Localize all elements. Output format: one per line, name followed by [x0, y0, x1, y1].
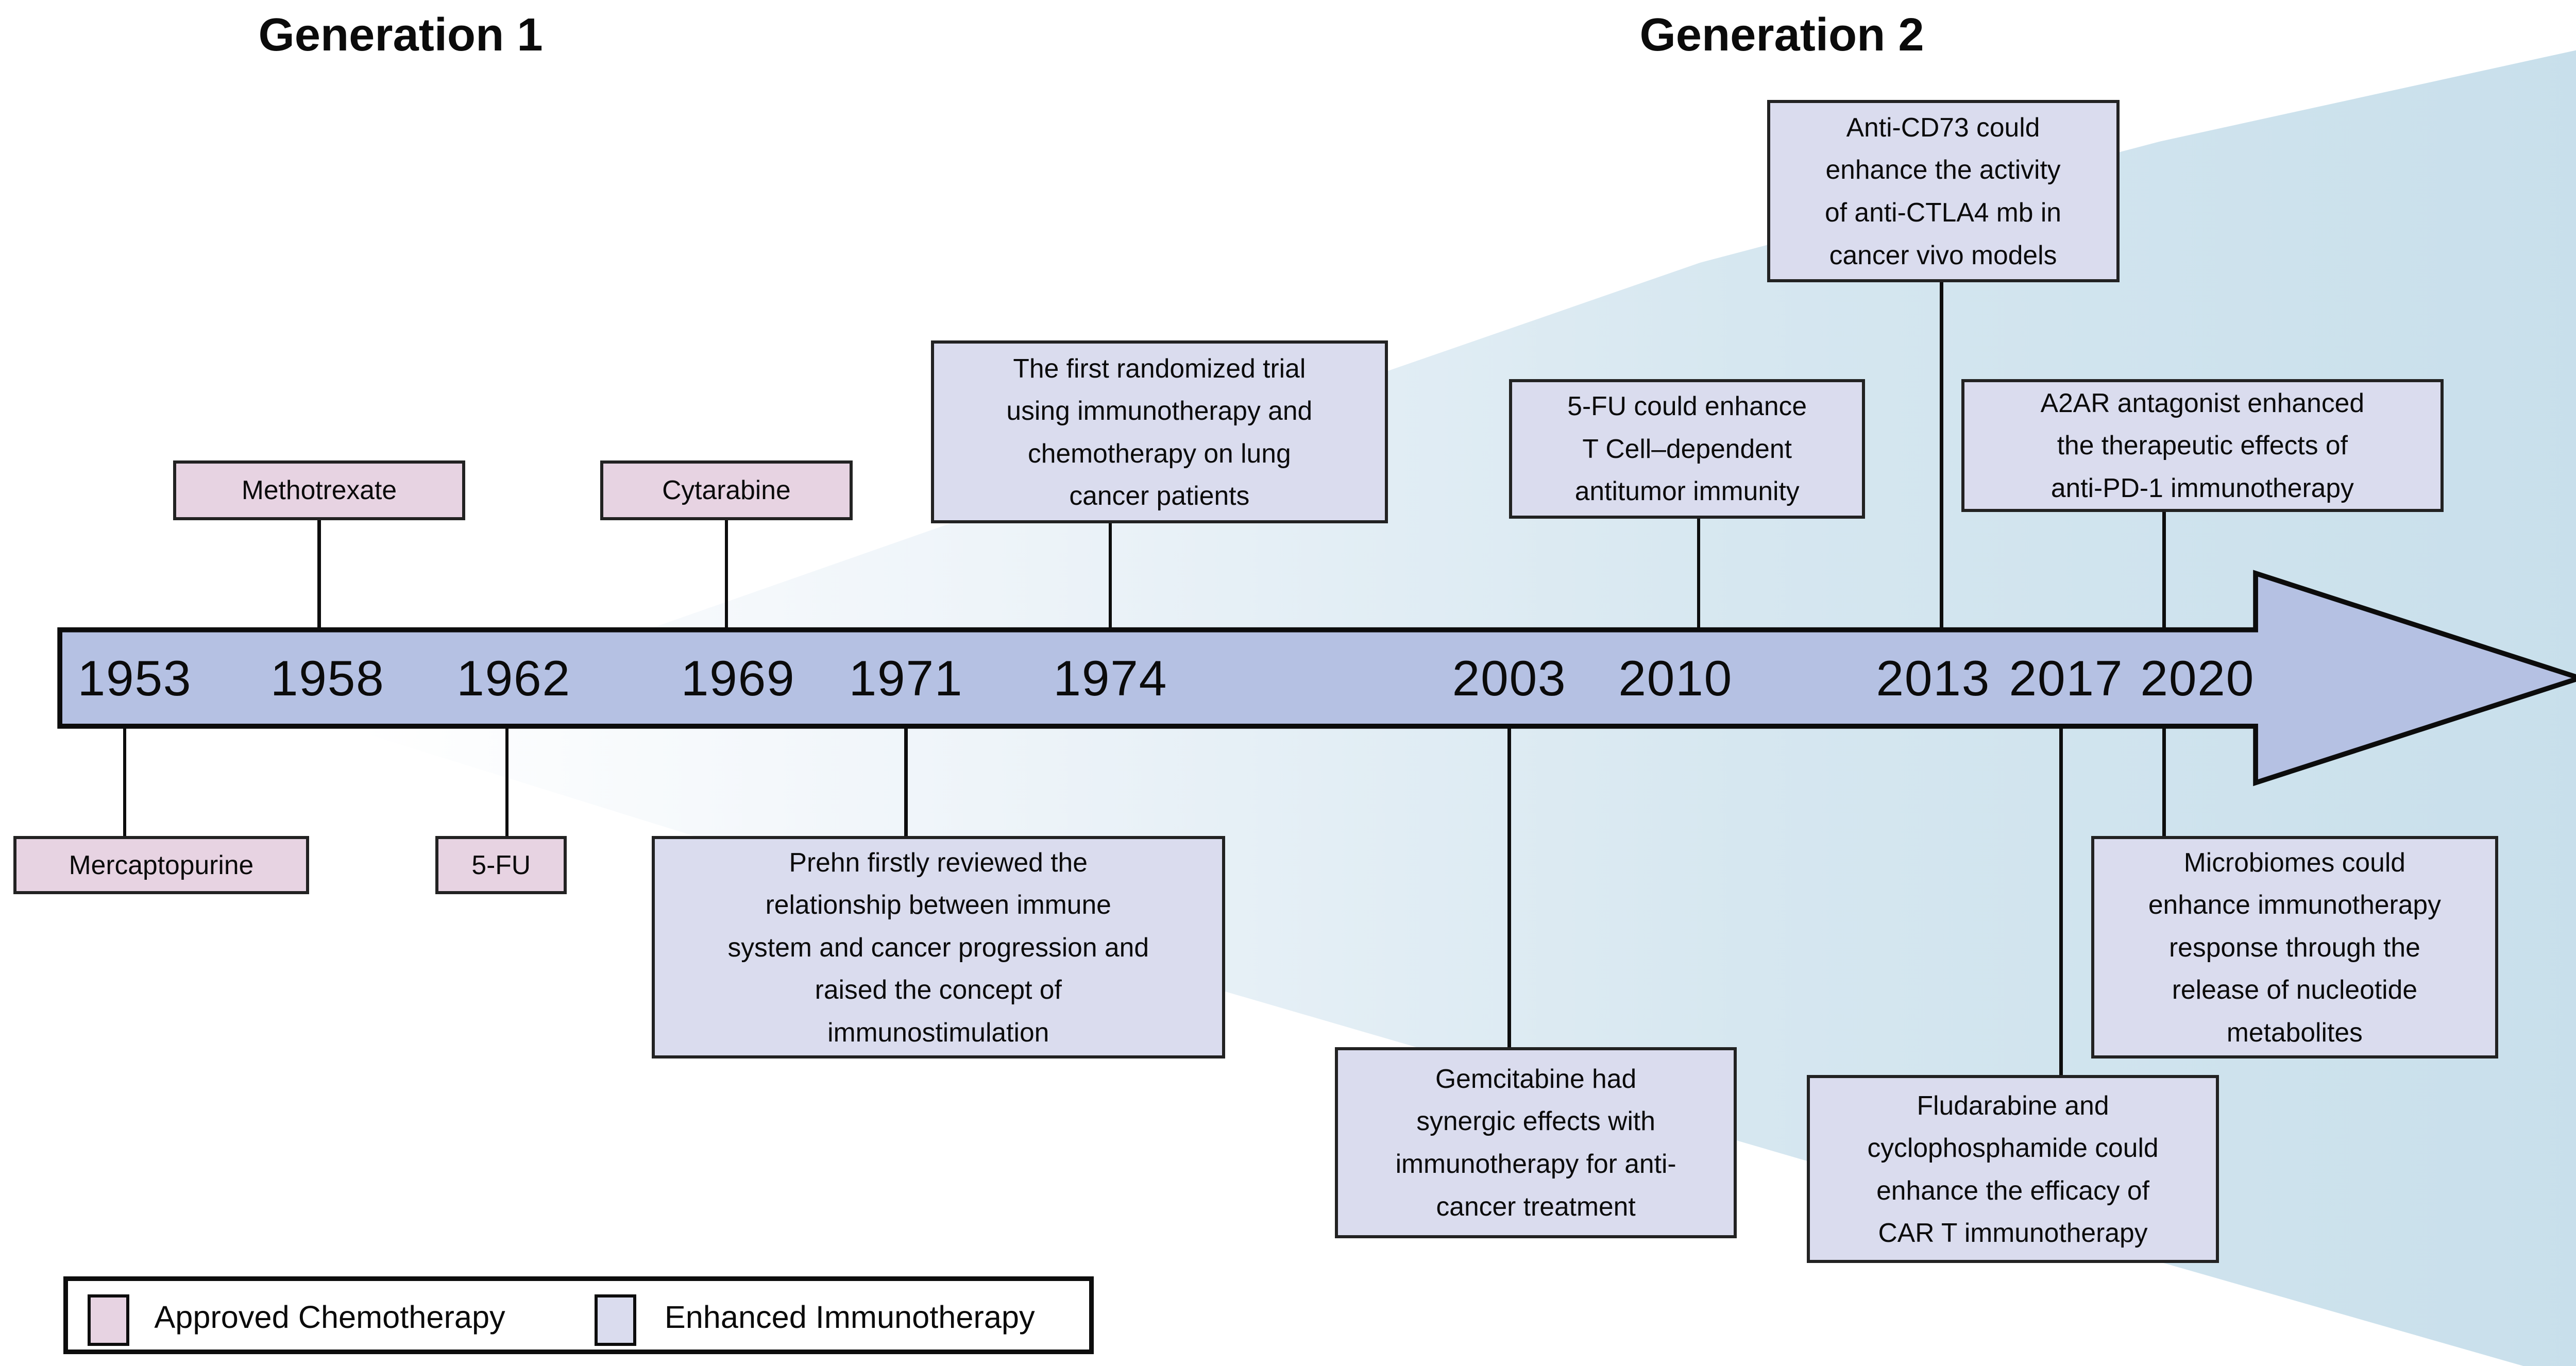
connector-1971 [904, 726, 908, 838]
generation-2-title: Generation 2 [1639, 9, 1924, 61]
year-label-2020: 2020 [2140, 650, 2255, 706]
year-label-1962: 1962 [456, 650, 571, 706]
event-box-gemcitabine-2003: Gemcitabine had synergic effects with im… [1334, 1047, 1737, 1238]
connector-2003 [1507, 726, 1511, 1049]
year-label-2013: 2013 [1876, 650, 1991, 706]
event-box-cytarabine: Cytarabine [600, 460, 853, 520]
event-box-anti-cd73-2013: Anti-CD73 could enhance the activity of … [1767, 99, 2120, 283]
connector-2017 [2059, 726, 2063, 1077]
event-box-methotrexate: Methotrexate [173, 460, 466, 520]
connector-1969 [724, 520, 728, 630]
connector-2020-above [2162, 511, 2166, 630]
connector-1974 [1108, 523, 1112, 630]
year-label-1969: 1969 [681, 650, 795, 706]
timeline-arrow [57, 570, 2576, 787]
legend-swatch-approved-chemotherapy [88, 1294, 129, 1346]
event-box-fludarabine-2017: Fludarabine and cyclophosphamide could e… [1806, 1075, 2219, 1263]
event-box-randomized-trial-1974: The first randomized trial using immunot… [930, 340, 1388, 524]
legend-label-approved-chemotherapy: Approved Chemotherapy [154, 1299, 505, 1335]
connector-1953 [123, 726, 127, 838]
connector-2010 [1697, 518, 1701, 630]
connector-1962 [505, 726, 509, 838]
year-label-1953: 1953 [77, 650, 192, 706]
generation-1-title: Generation 1 [258, 9, 543, 61]
connector-2020-below [2162, 726, 2166, 838]
legend-swatch-enhanced-immunotherapy [595, 1294, 636, 1346]
legend: Approved Chemotherapy Enhanced Immunothe… [63, 1276, 1094, 1355]
year-label-2003: 2003 [1452, 650, 1567, 706]
year-label-2017: 2017 [2009, 650, 2124, 706]
event-box-mercaptopurine: Mercaptopurine [13, 835, 310, 894]
event-box-5fu-tcell-2010: 5-FU could enhance T Cell–dependent anti… [1509, 379, 1865, 519]
legend-label-enhanced-immunotherapy: Enhanced Immunotherapy [664, 1299, 1035, 1335]
connector-1958 [317, 520, 321, 630]
year-label-1958: 1958 [270, 650, 385, 706]
event-box-prehn-1971: Prehn firstly reviewed the relationship … [651, 835, 1225, 1059]
event-box-microbiomes-2020: Microbiomes could enhance immunotherapy … [2091, 835, 2499, 1059]
connector-2013 [1940, 282, 1943, 630]
event-box-a2ar-2020: A2AR antagonist enhanced the therapeutic… [1961, 379, 2444, 512]
event-box-5fu-1962: 5-FU [435, 835, 567, 894]
year-label-1974: 1974 [1053, 650, 1168, 706]
year-label-2010: 2010 [1618, 650, 1733, 706]
year-label-1971: 1971 [849, 650, 963, 706]
